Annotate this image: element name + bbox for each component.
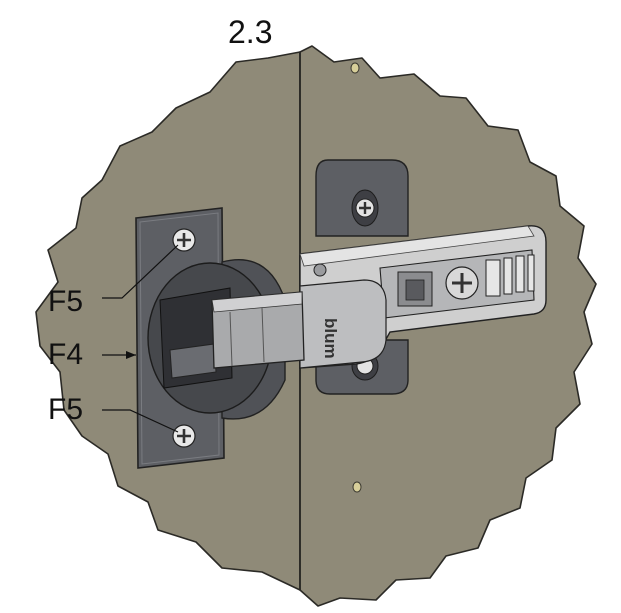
hinge-linkage (211, 291, 305, 369)
callout-f5-bottom: F5 (48, 393, 84, 426)
arm-knuckle (299, 279, 387, 369)
callout-leaders (102, 244, 179, 433)
callout-f5-top: F5 (48, 285, 84, 318)
leader-f5-bottom (102, 409, 179, 433)
system-hole-bottom (352, 481, 362, 493)
leader-f5-top (102, 244, 179, 299)
callout-f4: F4 (48, 338, 84, 371)
brand-mark: blum (321, 318, 340, 359)
mounting-plate (315, 159, 409, 395)
hinge-arm (299, 225, 547, 369)
step-number: 2.3 (228, 14, 273, 50)
system-hole-top (350, 62, 360, 74)
